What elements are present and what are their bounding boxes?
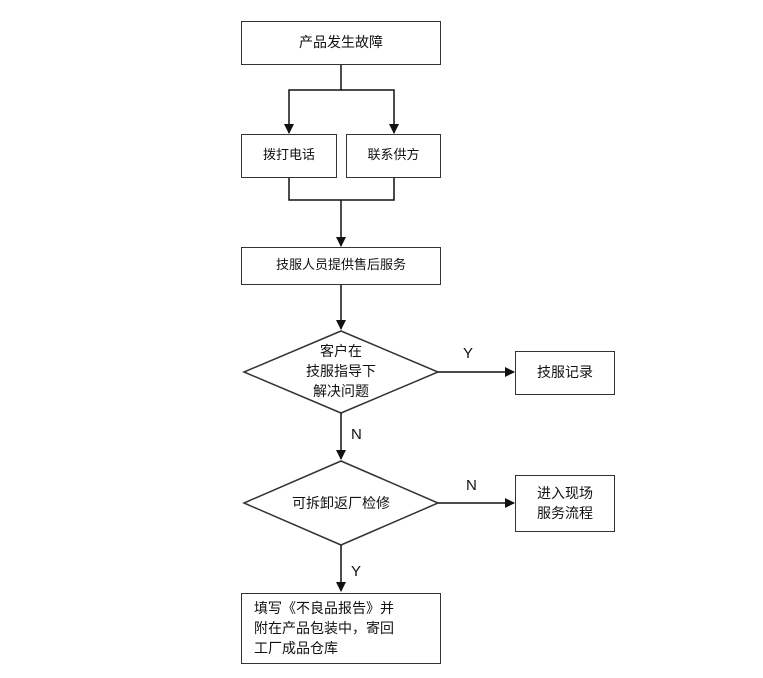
decision2-yes-label: Y [351, 563, 362, 580]
report-line-2: 附在产品包装中，寄回 [254, 620, 394, 637]
decision1-no-label: N [351, 426, 362, 443]
report-line-3: 工厂成品仓库 [254, 640, 338, 657]
onsite-service-box: 进入现场 服务流程 [515, 475, 615, 532]
decision1-text: 客户在 技服指导下 解决问题 [271, 342, 411, 402]
connector-merge [288, 178, 395, 201]
call-box: 拨打电话 [241, 134, 337, 178]
service-record-label: 技服记录 [537, 365, 593, 381]
after-sales-service-box: 技服人员提供售后服务 [241, 247, 441, 285]
decision1-line-1: 客户在 [320, 344, 362, 360]
decision2-no-label: N [466, 477, 477, 494]
connector-fault-split-right [341, 89, 399, 134]
decision2-line: 可拆卸返厂检修 [292, 496, 390, 512]
onsite-line-1: 进入现场 [537, 485, 593, 502]
decision2-text: 可拆卸返厂检修 [266, 493, 416, 515]
fault-box: 产品发生故障 [241, 21, 441, 65]
decision1-line-2: 技服指导下 [306, 364, 376, 380]
call-label: 拨打电话 [262, 148, 315, 163]
service-record-box: 技服记录 [515, 351, 615, 395]
contact-supplier-label: 联系供方 [367, 148, 420, 163]
contact-supplier-box: 联系供方 [346, 134, 441, 178]
onsite-line-2: 服务流程 [537, 505, 593, 522]
decision1-line-3: 解决问题 [313, 384, 369, 400]
fault-label: 产品发生故障 [299, 35, 383, 51]
defect-report-box: 填写《不良品报告》并 附在产品包装中，寄回 工厂成品仓库 [241, 593, 441, 664]
connector-fault-split [284, 65, 342, 134]
decision1-yes-label: Y [463, 345, 474, 362]
report-line-1: 填写《不良品报告》并 [254, 600, 394, 617]
after-sales-service-label: 技服人员提供售后服务 [275, 258, 406, 273]
